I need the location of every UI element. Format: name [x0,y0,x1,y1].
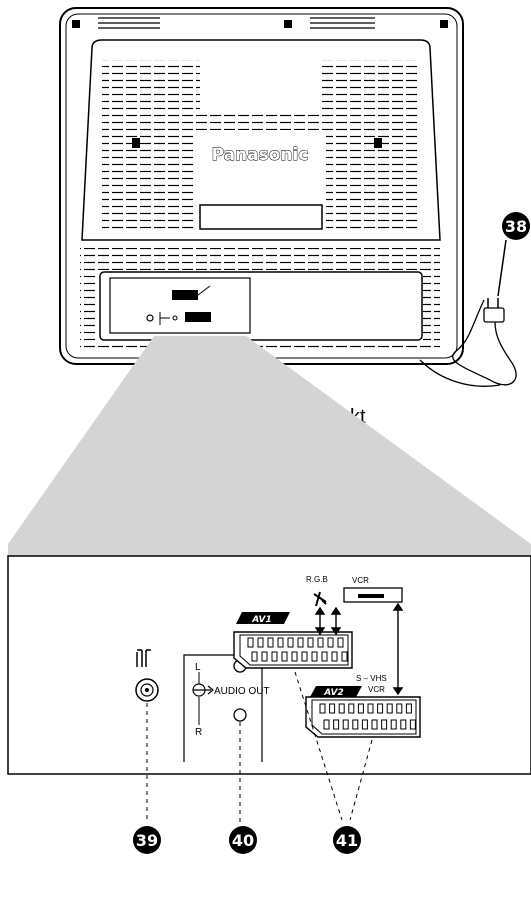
svg-text:41: 41 [336,831,358,850]
scart-pin [352,719,359,730]
satellite-icon [313,591,327,607]
mount-hole-side-left [132,138,140,148]
scart-pin [348,703,355,714]
scart-pin [405,703,412,714]
leader-lines [146,671,373,822]
vcr-label-top: VCR [352,576,369,585]
scart-pin [321,651,328,662]
callout-41: 41 [333,826,361,854]
callout-39: 39 [133,826,161,854]
scart-pin [371,719,378,730]
svhs-vcr-label: VCR [368,685,385,694]
scart-pin [297,637,304,648]
scart-pin [317,637,324,648]
antenna-icon [136,649,151,667]
av1-tag [236,612,290,624]
scart-pin [301,651,308,662]
scart-pin [367,703,374,714]
label-plate [199,204,323,230]
scart-pin [400,719,407,730]
scart-pin [390,719,397,730]
scart-pin [251,651,258,662]
scart-pin [357,703,364,714]
mount-hole-right [440,20,448,28]
scart-pin [287,637,294,648]
svg-text:AV2: AV2 [323,688,344,698]
scart-pin [257,637,264,648]
svg-text:AV1: AV1 [251,615,272,625]
scart-pin [409,719,416,730]
svg-text:40: 40 [232,831,254,850]
svhs-label: S – VHS [356,674,387,683]
scart-pin [261,651,268,662]
rgb-vcr-connections: R.G.B VCR S – VHS VCR [306,575,404,696]
scart-pin [381,719,388,730]
scart-pin [277,637,284,648]
mains-plug [419,239,517,387]
audio-out-block: L R AUDIO OUT [183,654,270,762]
scart-pin [307,637,314,648]
audio-right-label: R [195,727,202,738]
brand-logo: Panasonic [212,145,309,165]
scart-pin [271,651,278,662]
scart-pin [247,637,254,648]
scart-pin [386,703,393,714]
zoom-beam [8,336,531,556]
scart-pin [333,719,340,730]
scart-pin [342,719,349,730]
scart-pin [338,703,345,714]
scart-pin [281,651,288,662]
scart-pin [327,637,334,648]
mount-hole-side-right [374,138,382,148]
scart-pin [396,703,403,714]
antenna-socket [135,649,159,702]
scart-pin [377,703,384,714]
terminal-plate [109,277,251,334]
scart-pin [361,719,368,730]
audio-left-label: L [195,662,201,673]
scart-pin [267,637,274,648]
scart-pin [323,719,330,730]
scart-pin [337,637,344,648]
mount-hole-center [284,20,292,28]
scart-av1: AV1 [233,612,353,669]
callout-38: 38 [502,212,530,240]
scart-av2: AV2 [305,686,421,738]
svg-text:38: 38 [505,217,527,236]
scart-pin [341,651,348,662]
mount-hole-left [72,20,80,28]
audio-jack-right [233,708,247,722]
callout-40: 40 [229,826,257,854]
scart-pin [319,703,326,714]
scart-pin [331,651,338,662]
audio-out-label: AUDIO OUT [214,686,270,697]
back-cover: Panasonic [81,39,441,241]
scart-pin [311,651,318,662]
scart-pin [291,651,298,662]
scart-pin [329,703,336,714]
lower-vents [80,248,440,348]
svg-text:39: 39 [136,831,158,850]
rgb-label: R.G.B [306,575,328,584]
av2-tag [310,686,362,697]
